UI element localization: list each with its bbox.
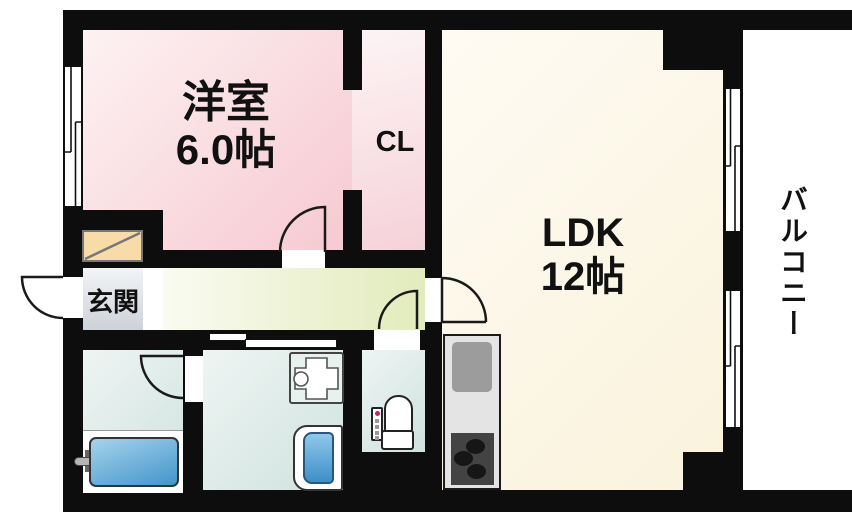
sliding-door-leaf-a [209,333,247,341]
toilet-control-panel-icon [371,407,383,441]
western-room-size: 6.0帖 [175,126,277,173]
ldk-name: LDK [541,211,625,255]
toilet-panel-button-4 [375,436,379,440]
toilet-panel-button-3 [375,431,379,435]
wall-bottom [63,490,852,512]
closet-label: CL [375,126,415,158]
shoe-cabinet-icon [82,230,143,262]
washing-machine-pan-icon [289,352,344,404]
ldk-size: 12帖 [540,255,626,299]
wall-top [63,10,852,30]
entrance-door-icon [20,275,64,320]
toilet-tank-icon [381,430,414,450]
balcony-label: バルコニー [777,185,808,340]
wall-closet-stub-top [343,30,362,90]
entrance-step [143,268,163,330]
burner-icon-2 [454,451,473,466]
sliding-window-icon [64,66,82,207]
room-closet [352,30,425,250]
balcony-window-lower-icon [725,290,741,428]
toilet-door-opening [374,330,420,350]
toilet-panel-red-dot [375,411,380,416]
wall-western-bottom [83,250,442,268]
burner-icon-3 [467,464,486,479]
burner-icon-1 [466,439,485,454]
hall-ldk-opening [425,278,442,322]
entrance-label: 玄関 [86,287,139,317]
entrance-door-opening [63,277,83,318]
room-entrance [82,262,143,330]
western-room-label: 洋室 6.0帖 [96,79,356,173]
ldk-label: LDK 12帖 [442,211,724,299]
bathroom-door-opening [185,356,203,402]
kitchen-sink-icon [452,342,492,392]
wall-toilet-divider [343,350,362,493]
sliding-door-leaf-b [245,339,337,348]
wall-closet-right [425,10,442,278]
room-balcony [743,30,852,490]
toilet-bowl-icon [384,395,413,433]
wall-ldk-notch-bottom [683,452,723,490]
bathtub-icon [89,437,179,487]
room-hallway [163,268,425,330]
wall-kitchen-side [425,322,442,493]
balcony-window-upper-icon [725,88,741,232]
western-room-name: 洋室 [182,78,270,127]
wall-below-toilet [362,452,425,493]
washbasin-bowl-icon [303,432,334,484]
wall-closet-stub-bottom [343,190,362,268]
western-door-opening [282,250,325,268]
toilet-panel-button-2 [375,425,379,429]
toilet-panel-button-1 [375,419,379,423]
